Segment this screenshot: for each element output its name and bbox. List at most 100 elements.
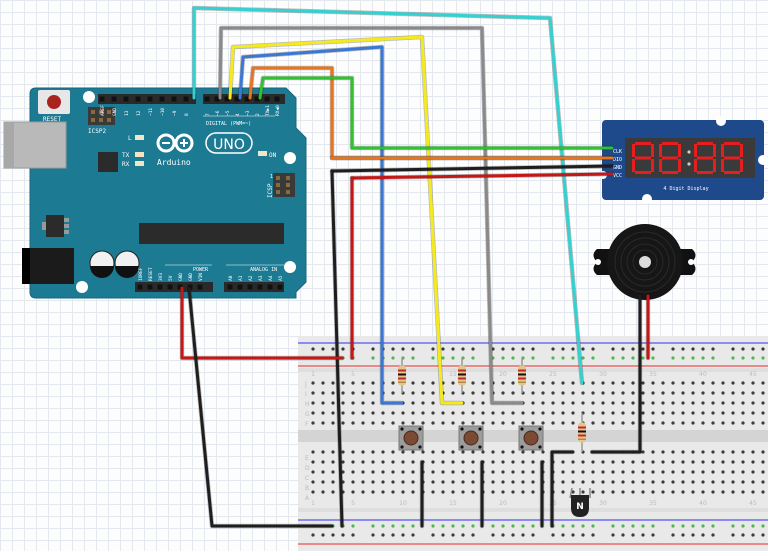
rail-hole[interactable] bbox=[731, 356, 735, 360]
rail-hole[interactable] bbox=[531, 524, 535, 528]
breadboard-hole[interactable] bbox=[311, 480, 315, 484]
breadboard-hole[interactable] bbox=[421, 421, 425, 425]
breadboard-hole[interactable] bbox=[491, 460, 495, 464]
breadboard-hole[interactable] bbox=[751, 421, 755, 425]
breadboard-hole[interactable] bbox=[651, 421, 655, 425]
breadboard-hole[interactable] bbox=[311, 490, 315, 494]
breadboard-hole[interactable] bbox=[311, 470, 315, 474]
breadboard-hole[interactable] bbox=[711, 421, 715, 425]
breadboard-hole[interactable] bbox=[661, 480, 665, 484]
breadboard-hole[interactable] bbox=[491, 411, 495, 415]
breadboard-hole[interactable] bbox=[601, 411, 605, 415]
breadboard-hole[interactable] bbox=[381, 411, 385, 415]
breadboard-hole[interactable] bbox=[411, 411, 415, 415]
rail-hole[interactable] bbox=[381, 524, 385, 528]
breadboard-hole[interactable] bbox=[731, 470, 735, 474]
breadboard-hole[interactable] bbox=[411, 421, 415, 425]
breadboard-hole[interactable] bbox=[641, 470, 645, 474]
breadboard-hole[interactable] bbox=[571, 480, 575, 484]
breadboard-hole[interactable] bbox=[631, 381, 635, 385]
breadboard-hole[interactable] bbox=[411, 391, 415, 395]
breadboard-hole[interactable] bbox=[531, 391, 535, 395]
breadboard-hole[interactable] bbox=[541, 381, 545, 385]
breadboard-hole[interactable] bbox=[501, 460, 505, 464]
rail-hole[interactable] bbox=[641, 524, 645, 528]
breadboard-hole[interactable] bbox=[391, 470, 395, 474]
breadboard-hole[interactable] bbox=[311, 450, 315, 454]
breadboard-hole[interactable] bbox=[431, 421, 435, 425]
rail-hole[interactable] bbox=[671, 533, 675, 537]
rail-hole[interactable] bbox=[631, 347, 635, 351]
breadboard-hole[interactable] bbox=[551, 391, 555, 395]
breadboard-hole[interactable] bbox=[621, 480, 625, 484]
breadboard-hole[interactable] bbox=[331, 450, 335, 454]
rail-hole[interactable] bbox=[501, 356, 505, 360]
breadboard-hole[interactable] bbox=[581, 480, 585, 484]
transistor-body[interactable] bbox=[571, 495, 589, 517]
rail-hole[interactable] bbox=[731, 524, 735, 528]
breadboard-hole[interactable] bbox=[401, 490, 405, 494]
breadboard-hole[interactable] bbox=[471, 401, 475, 405]
breadboard-hole[interactable] bbox=[351, 470, 355, 474]
breadboard-hole[interactable] bbox=[641, 490, 645, 494]
breadboard-hole[interactable] bbox=[591, 421, 595, 425]
breadboard-hole[interactable] bbox=[691, 421, 695, 425]
breadboard-hole[interactable] bbox=[731, 381, 735, 385]
rail-hole[interactable] bbox=[611, 347, 615, 351]
breadboard-hole[interactable] bbox=[701, 480, 705, 484]
breadboard-hole[interactable] bbox=[691, 460, 695, 464]
breadboard-hole[interactable] bbox=[591, 470, 595, 474]
breadboard-hole[interactable] bbox=[481, 450, 485, 454]
rail-hole[interactable] bbox=[611, 533, 615, 537]
rail-hole[interactable] bbox=[621, 347, 625, 351]
breadboard-hole[interactable] bbox=[641, 460, 645, 464]
breadboard-hole[interactable] bbox=[481, 391, 485, 395]
breadboard-hole[interactable] bbox=[621, 470, 625, 474]
breadboard-hole[interactable] bbox=[701, 391, 705, 395]
rail-hole[interactable] bbox=[561, 356, 565, 360]
rail-hole[interactable] bbox=[431, 524, 435, 528]
breadboard-hole[interactable] bbox=[311, 411, 315, 415]
rail-hole[interactable] bbox=[471, 356, 475, 360]
analog-pin-A0[interactable] bbox=[227, 284, 233, 290]
resistor[interactable] bbox=[398, 358, 406, 393]
wire-pin2-green[interactable] bbox=[258, 76, 614, 150]
breadboard-hole[interactable] bbox=[581, 490, 585, 494]
rail-hole[interactable] bbox=[571, 524, 575, 528]
breadboard-hole[interactable] bbox=[371, 480, 375, 484]
breadboard-hole[interactable] bbox=[521, 470, 525, 474]
breadboard-hole[interactable] bbox=[731, 490, 735, 494]
breadboard-hole[interactable] bbox=[341, 450, 345, 454]
breadboard-hole[interactable] bbox=[461, 421, 465, 425]
power-pin-5V[interactable] bbox=[167, 284, 173, 290]
rail-hole[interactable] bbox=[711, 533, 715, 537]
breadboard-hole[interactable] bbox=[441, 490, 445, 494]
wire-buzzer-black[interactable] bbox=[590, 294, 642, 454]
pushbutton[interactable] bbox=[398, 425, 424, 451]
breadboard-hole[interactable] bbox=[331, 480, 335, 484]
breadboard-hole[interactable] bbox=[521, 450, 525, 454]
breadboard-hole[interactable] bbox=[521, 490, 525, 494]
rail-hole[interactable] bbox=[451, 347, 455, 351]
breadboard-hole[interactable] bbox=[521, 421, 525, 425]
rail-hole[interactable] bbox=[621, 356, 625, 360]
breadboard-hole[interactable] bbox=[581, 470, 585, 474]
pushbutton[interactable] bbox=[518, 425, 544, 451]
rail-hole[interactable] bbox=[471, 347, 475, 351]
breadboard-hole[interactable] bbox=[421, 381, 425, 385]
breadboard-hole[interactable] bbox=[751, 391, 755, 395]
breadboard-hole[interactable] bbox=[601, 391, 605, 395]
wire-vcc-red[interactable] bbox=[350, 172, 614, 180]
rail-hole[interactable] bbox=[691, 533, 695, 537]
header-pin-~6[interactable] bbox=[214, 96, 220, 102]
rail-hole[interactable] bbox=[561, 347, 565, 351]
analog-pin-A5[interactable] bbox=[277, 284, 283, 290]
rail-hole[interactable] bbox=[711, 524, 715, 528]
breadboard-hole[interactable] bbox=[611, 401, 615, 405]
rail-hole[interactable] bbox=[471, 533, 475, 537]
breadboard-hole[interactable] bbox=[481, 421, 485, 425]
breadboard-hole[interactable] bbox=[571, 470, 575, 474]
breadboard-hole[interactable] bbox=[371, 411, 375, 415]
breadboard-hole[interactable] bbox=[371, 450, 375, 454]
rail-hole[interactable] bbox=[501, 533, 505, 537]
